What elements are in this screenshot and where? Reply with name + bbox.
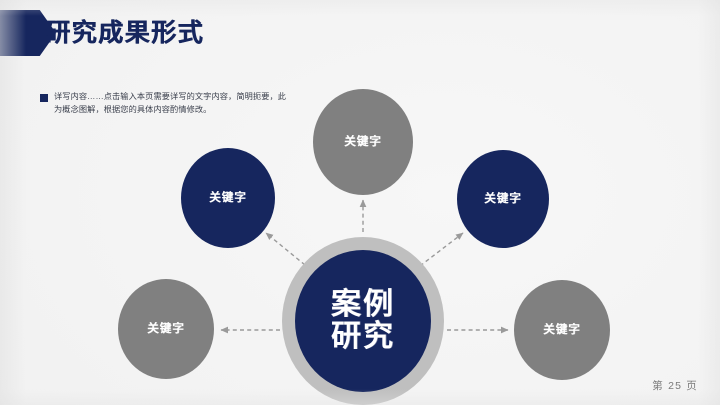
page-title: 研究成果形式 bbox=[45, 19, 205, 47]
node-upper-right[interactable]: 关键字 bbox=[457, 150, 549, 248]
node-top-label: 关键字 bbox=[344, 135, 382, 148]
connector-hub-to-upper-right bbox=[419, 232, 464, 267]
node-lower-right[interactable]: 关键字 bbox=[514, 280, 610, 380]
hub-core[interactable]: 案例 研究 bbox=[295, 250, 431, 392]
bullet-text: 详写内容……点击输入本页需要详写的文字内容，简明扼要，此为概念图解，根据您的具体… bbox=[54, 92, 287, 115]
node-upper-left[interactable]: 关键字 bbox=[181, 148, 275, 248]
bullet-block: 详写内容……点击输入本页需要详写的文字内容，简明扼要，此为概念图解，根据您的具体… bbox=[40, 90, 290, 116]
square-bullet-icon bbox=[40, 94, 48, 102]
node-top[interactable]: 关键字 bbox=[313, 89, 413, 195]
node-upper-left-label: 关键字 bbox=[209, 191, 247, 204]
page-number: 第 25 页 bbox=[652, 380, 698, 392]
node-upper-right-label: 关键字 bbox=[484, 192, 522, 205]
node-lower-left-label: 关键字 bbox=[147, 322, 185, 335]
hub-label: 案例 研究 bbox=[331, 287, 395, 353]
connector-hub-to-upper-left bbox=[265, 232, 306, 266]
node-lower-right-label: 关键字 bbox=[543, 323, 581, 336]
node-lower-left[interactable]: 关键字 bbox=[118, 279, 214, 379]
